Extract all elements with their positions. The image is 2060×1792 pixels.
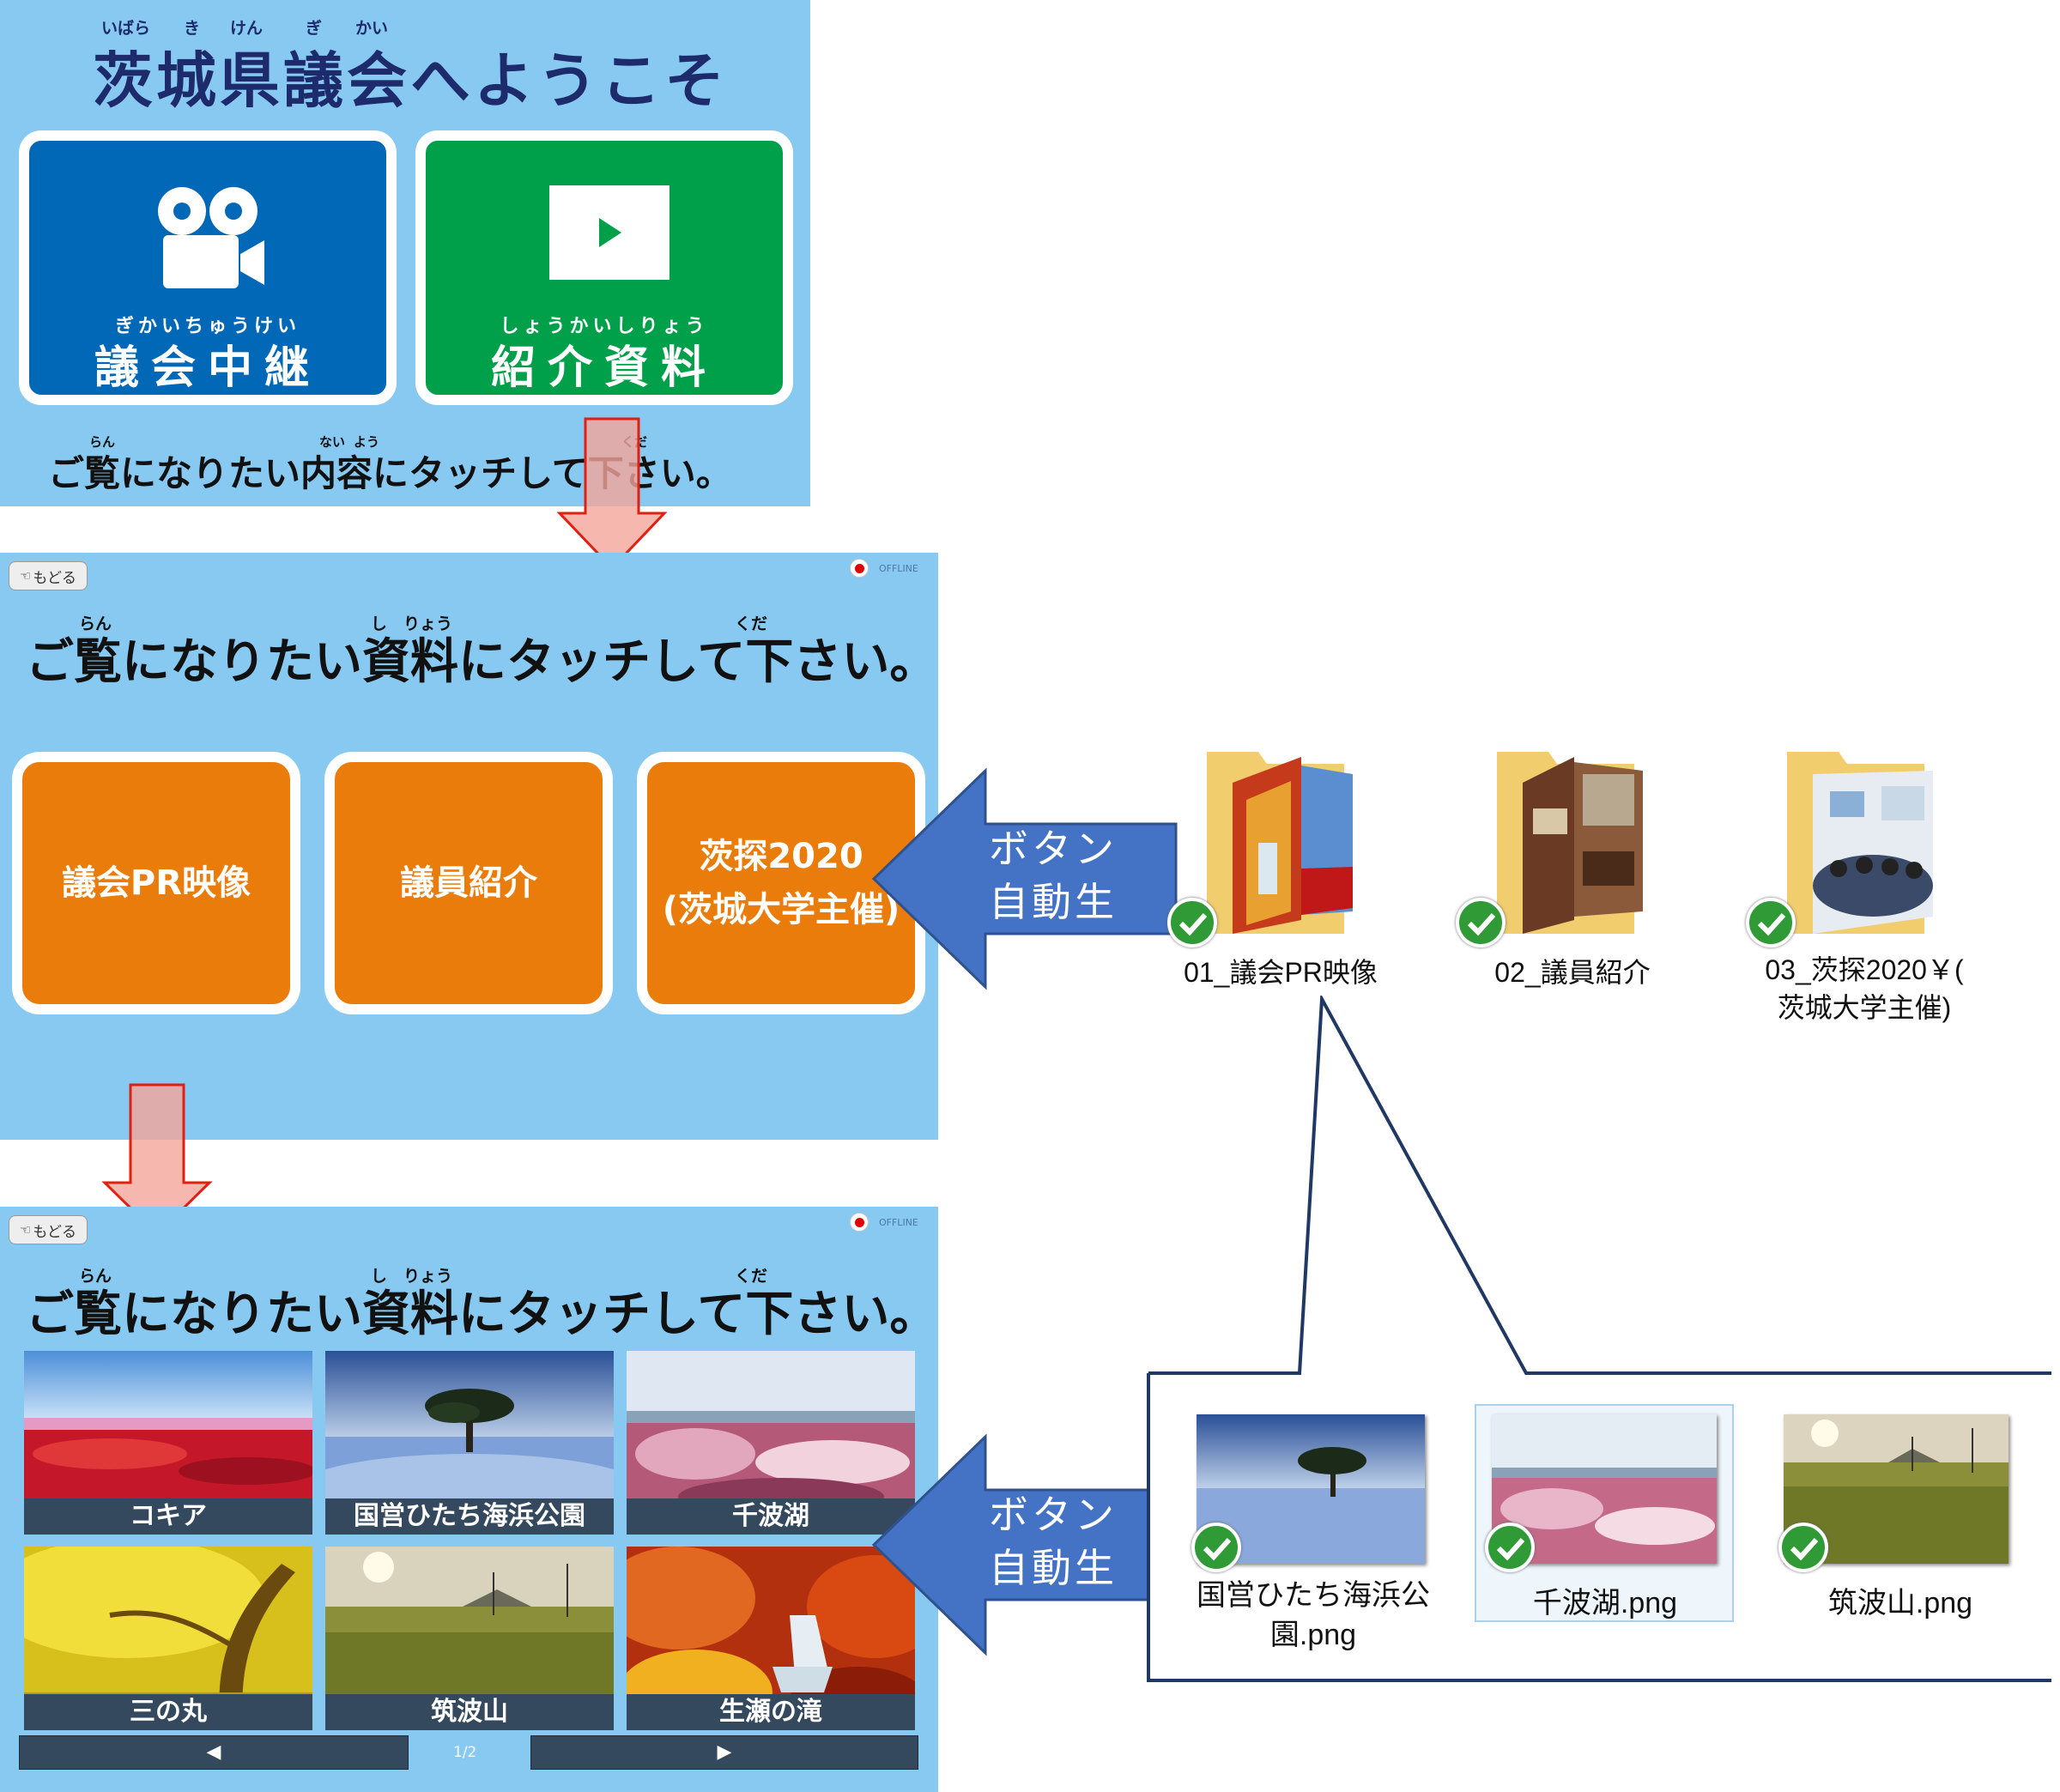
- title-ruby-kai: かい: [355, 19, 389, 38]
- live-button-label: 議会中継: [94, 342, 321, 394]
- tile-caption: 三の丸: [24, 1694, 312, 1730]
- instruction3-ruby-kuda: くだ: [735, 1267, 768, 1286]
- live-button-ruby: ぎかいちゅうけい: [114, 316, 300, 337]
- docs-button-ruby: しょうかいしりょう: [500, 316, 709, 337]
- instruction3-ruby-shi: し: [371, 1267, 388, 1286]
- photo-tile-namase-falls[interactable]: 生瀬の滝: [627, 1547, 915, 1730]
- photo-tile-sannomaru[interactable]: 三の丸: [24, 1547, 312, 1730]
- back-button[interactable]: ☜ もどる: [9, 1215, 88, 1244]
- instruction3-ruby-ryou: りょう: [403, 1267, 453, 1286]
- tile-caption: コキア: [24, 1498, 312, 1535]
- folder-label: 02_議員紹介: [1494, 957, 1651, 988]
- auto-generate-label-1: ボタン 自動生成: [989, 826, 1118, 978]
- file-label: 筑波山.png: [1827, 1587, 1973, 1619]
- title-ruby-ibara: いばら: [101, 19, 151, 38]
- back-hand-icon: ☜: [19, 568, 32, 584]
- photo-tile-hitachi-park[interactable]: 国営ひたち海浜公園: [325, 1351, 614, 1535]
- instruction2-ruby-kuda: くだ: [735, 614, 768, 633]
- auto-generate-label-2: ボタン 自動生成: [989, 1492, 1118, 1644]
- sync-check-icon: [1167, 898, 1217, 947]
- instruction2-ruby-ran: らん: [79, 614, 112, 633]
- instruction1-ruby-nai: ない: [319, 434, 346, 450]
- instruction1-ruby-you: よう: [354, 434, 380, 450]
- tile-caption: 筑波山: [325, 1694, 614, 1730]
- file-thumbnail-senba: [1492, 1414, 1717, 1564]
- photo-tile-kochia[interactable]: コキア: [24, 1351, 312, 1535]
- photo-tile-tsukuba[interactable]: 筑波山: [325, 1547, 614, 1730]
- material-button-members[interactable]: 議員紹介: [324, 752, 613, 1014]
- welcome-panel: いばら き けん ぎ かい 茨城県議会へようこそ ぎかいちゅうけい 議会中継 し…: [0, 0, 810, 506]
- introduction-docs-button[interactable]: しょうかいしりょう 紹介資料: [415, 130, 793, 405]
- docs-button-label: 紹介資料: [490, 342, 718, 394]
- live-broadcast-button[interactable]: ぎかいちゅうけい 議会中継: [19, 130, 397, 405]
- title-ruby-gi: ぎ: [306, 19, 323, 38]
- next-page-button[interactable]: ▶: [530, 1735, 918, 1770]
- panel3-instruction: ご覧になりたい資料にタッチして下さい。: [26, 1286, 938, 1342]
- offline-status: OFFLINE: [879, 1217, 918, 1228]
- back-button-label: もどる: [33, 1223, 77, 1241]
- sync-check-icon: [1778, 1523, 1828, 1572]
- sync-check-icon: [1456, 898, 1506, 947]
- page-title: 茨城県議会へようこそ: [93, 45, 728, 116]
- folder-contents-callout: [1147, 996, 2051, 1682]
- instruction3-ruby-ran: らん: [79, 1267, 112, 1286]
- offline-status: OFFLINE: [879, 563, 918, 574]
- record-indicator-icon: [850, 559, 869, 578]
- folder-icon: [1207, 752, 1353, 934]
- folder-label: 01_議会PR映像: [1184, 957, 1378, 988]
- tile-caption: 千波湖: [627, 1498, 915, 1535]
- title-ruby-ki: き: [184, 19, 201, 38]
- material-select-panel: ☜ もどる OFFLINE らん し りょう くだ ご覧になりたい資料にタッチし…: [0, 553, 938, 1140]
- video-camera-icon: [158, 187, 264, 288]
- panel2-instruction: ご覧になりたい資料にタッチして下さい。: [26, 634, 938, 690]
- page-indicator: 1/2: [453, 1744, 477, 1761]
- auto-generate-arrow-1: [871, 767, 1178, 990]
- back-button[interactable]: ☜ もどる: [9, 561, 88, 590]
- photo-select-panel: ☜ もどる OFFLINE らん し りょう くだ ご覧になりたい資料にタッチし…: [0, 1207, 938, 1792]
- title-ruby-ken: けん: [230, 19, 264, 38]
- prev-page-button[interactable]: ◀: [19, 1735, 409, 1770]
- tile-caption: 国営ひたち海浜公園: [325, 1498, 614, 1535]
- folder-label: 03_茨探2020￥( 茨城大学主催): [1765, 954, 1964, 1023]
- file-label: 千波湖.png: [1532, 1587, 1678, 1619]
- sync-check-icon: [1485, 1523, 1535, 1572]
- flow-arrow-down-1: [556, 417, 668, 571]
- record-indicator-icon: [850, 1213, 869, 1232]
- sync-check-icon: [1746, 898, 1796, 947]
- folder-icon: [1497, 752, 1643, 934]
- material-button-pr-video[interactable]: 議会PR映像: [12, 752, 300, 1014]
- instruction2-ruby-ryou: りょう: [403, 614, 453, 633]
- instruction1-ruby-ran: らん: [89, 434, 116, 450]
- photo-tile-senba-lake[interactable]: 千波湖: [627, 1351, 915, 1535]
- sync-check-icon: [1191, 1523, 1241, 1572]
- instruction2-ruby-shi: し: [371, 614, 388, 633]
- file-label: 国営ひたち海浜公 園.png: [1197, 1579, 1430, 1651]
- folder-icon: [1787, 752, 1933, 934]
- back-hand-icon: ☜: [19, 1222, 32, 1238]
- tile-caption: 生瀬の滝: [627, 1694, 915, 1730]
- film-play-icon: [549, 185, 670, 280]
- back-button-label: もどる: [33, 569, 77, 587]
